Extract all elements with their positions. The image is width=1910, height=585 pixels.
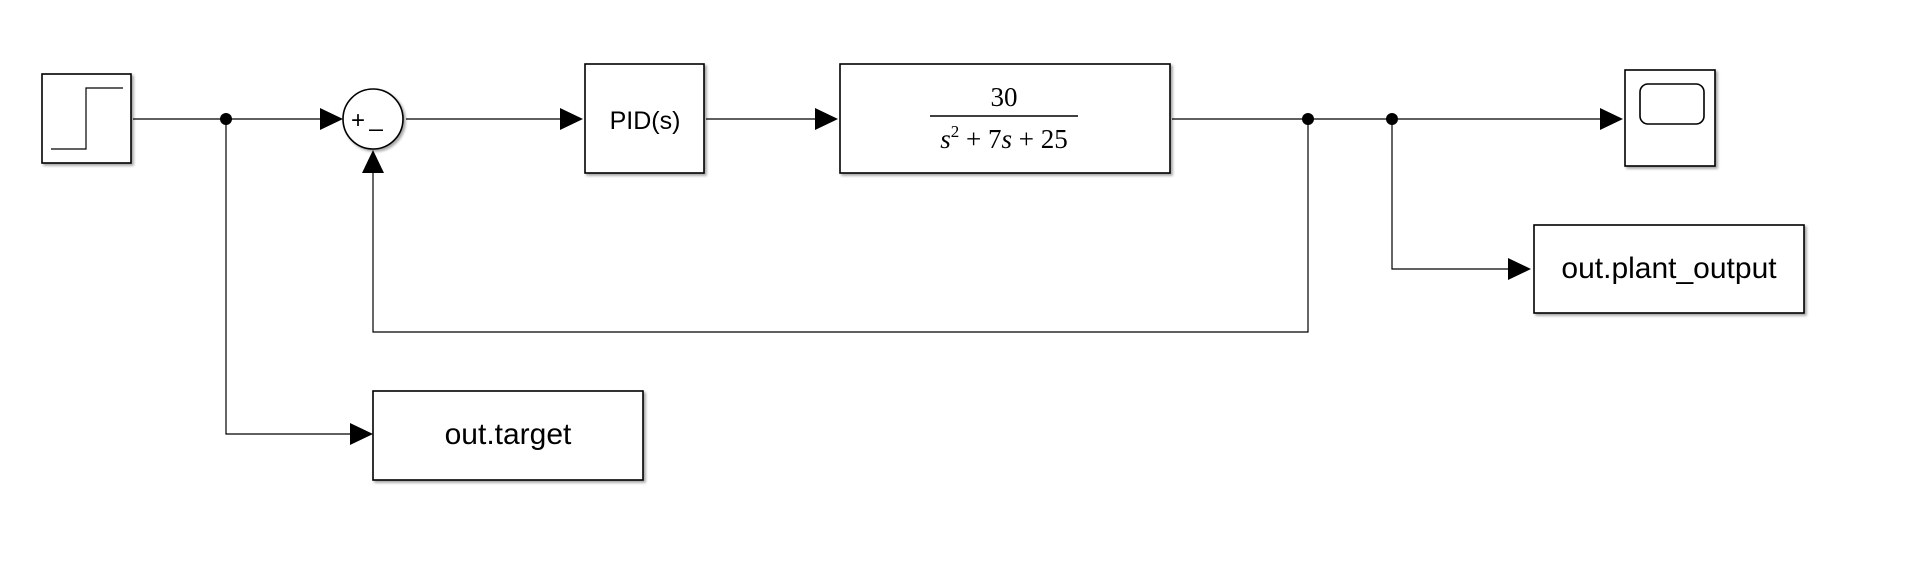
branch-point-output <box>1386 113 1398 125</box>
target-sink-label: out.target <box>445 418 572 451</box>
pid-label: PID(s) <box>610 107 681 135</box>
target-sink-block[interactable]: out.target <box>372 390 644 481</box>
arrowhead-target-input <box>350 423 373 445</box>
step-block[interactable] <box>41 73 132 164</box>
branch-point-reference <box>220 113 232 125</box>
wire-branch-to-plant-output[interactable] <box>1391 119 1511 270</box>
transfer-function-denominator: s2 + 7s + 25 <box>940 122 1068 154</box>
branch-points <box>220 113 1398 125</box>
arrowhead-plant-input <box>815 108 838 130</box>
arrowheads <box>320 108 1623 445</box>
wire-feedback[interactable] <box>372 119 1309 333</box>
sum-plus-sign: + <box>351 107 365 134</box>
wire-branch-to-target[interactable] <box>225 119 355 435</box>
arrowhead-feedback-input <box>362 150 384 173</box>
arrowhead-scope-input <box>1600 108 1623 130</box>
branch-point-feedback <box>1302 113 1314 125</box>
plant-transfer-function-block[interactable]: 30 s2 + 7s + 25 <box>839 63 1171 174</box>
arrowhead-pid-input <box>560 108 583 130</box>
plant-output-sink-block[interactable]: out.plant_output <box>1533 224 1805 314</box>
sum-block[interactable]: + _ <box>342 88 404 150</box>
pid-controller-block[interactable]: PID(s) <box>584 63 705 174</box>
plant-output-sink-label: out.plant_output <box>1561 252 1777 285</box>
arrowhead-plant-output-input <box>1508 258 1531 280</box>
transfer-function-numerator: 30 <box>991 82 1018 112</box>
sum-minus-sign: _ <box>368 105 383 132</box>
scope-display-icon <box>1639 83 1705 125</box>
step-signal-icon <box>51 87 123 150</box>
scope-block[interactable] <box>1624 69 1716 167</box>
arrowhead-sum-input <box>320 108 343 130</box>
